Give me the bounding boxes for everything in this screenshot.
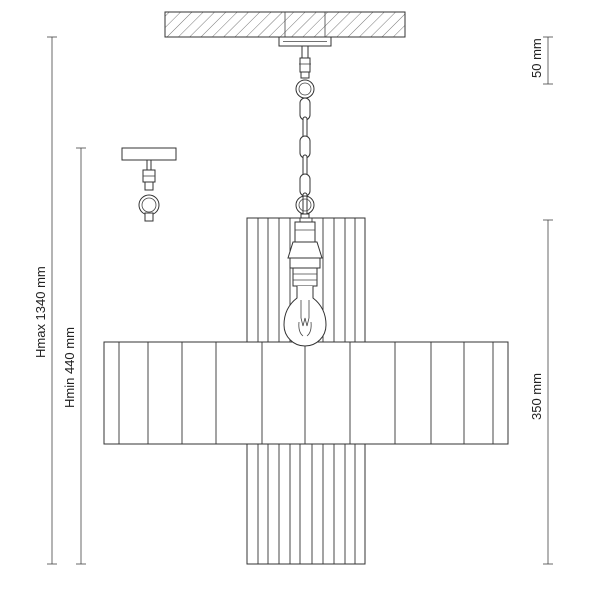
ceiling <box>164 11 406 38</box>
dimension-height-min: Hmin 440 mm <box>62 147 86 565</box>
dimension-height-max: Hmax 1340 mm <box>33 36 57 565</box>
light-bulb <box>283 286 327 347</box>
dimension-label-50mm: 50 mm <box>529 38 544 78</box>
canopy-detail-view <box>121 147 177 222</box>
dimension-label-350mm: 350 mm <box>529 373 544 420</box>
canopy-connector <box>295 46 315 99</box>
bulb-socket <box>287 221 323 287</box>
horizontal-shade <box>103 341 509 445</box>
dimension-shade-height: 350 mm <box>529 219 553 565</box>
dimension-label-hmax: Hmax 1340 mm <box>33 266 48 358</box>
ceiling-canopy <box>278 36 332 47</box>
suspension-chain <box>299 97 311 216</box>
dimension-label-hmin: Hmin 440 mm <box>62 327 77 408</box>
dimension-ceiling-plate: 50 mm <box>529 36 553 85</box>
